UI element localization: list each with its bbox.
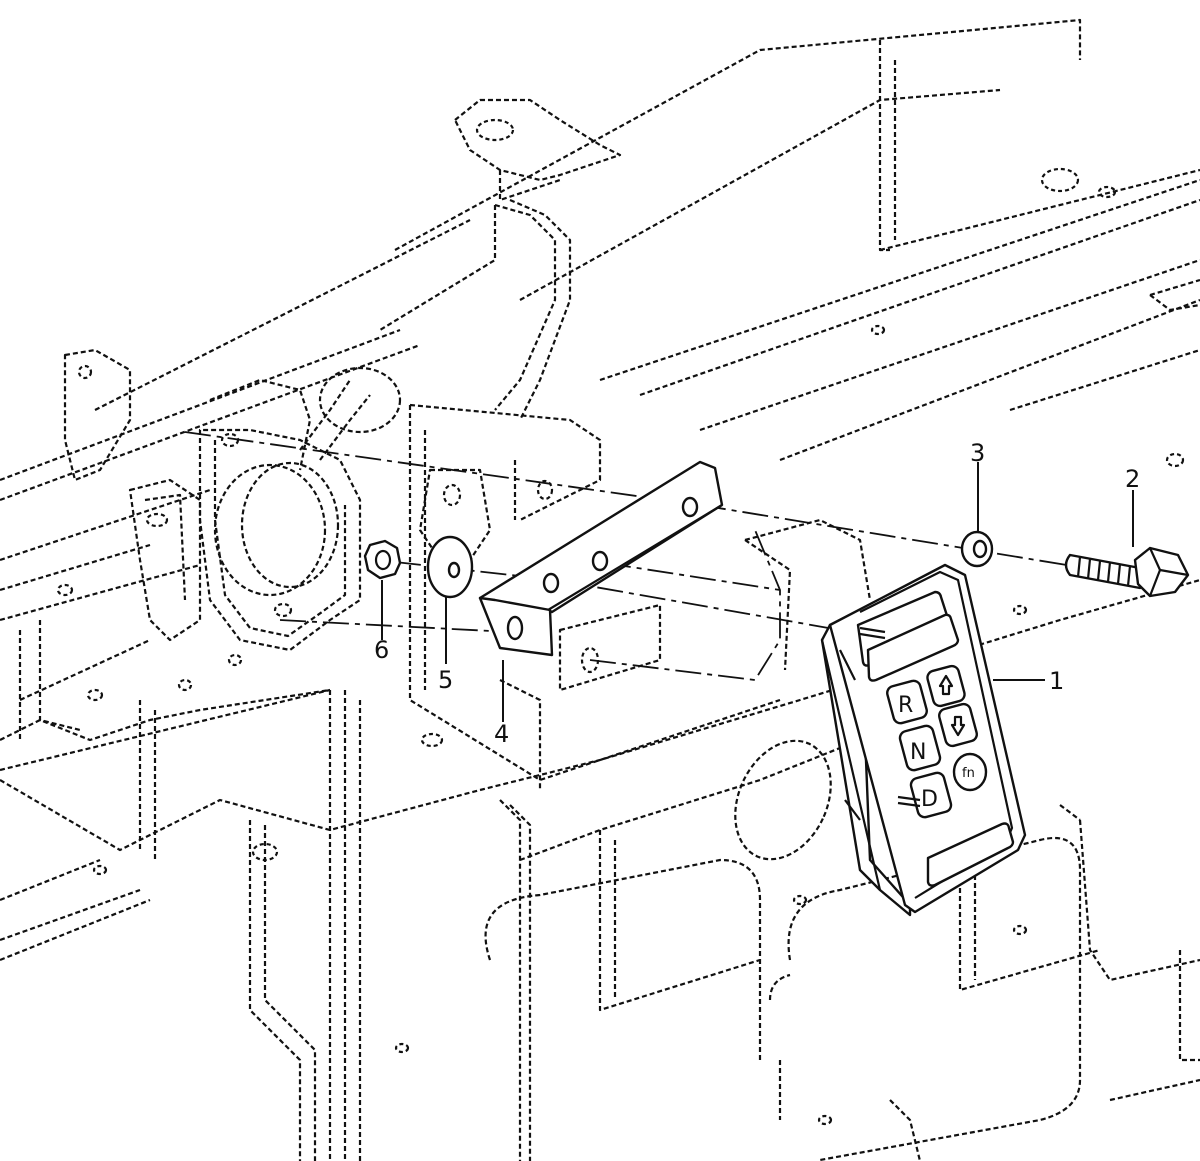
callout-labels: 1 2 3 4 5 6: [374, 439, 1140, 748]
reverse-button-label: R: [898, 693, 913, 718]
callout-6: 6: [374, 636, 389, 664]
neutral-button: N: [898, 724, 942, 772]
vehicle-structure-outline: [0, 18, 1200, 1161]
function-button: fn: [952, 752, 988, 792]
callout-5: 5: [438, 666, 453, 694]
hex-nut: [363, 539, 402, 580]
reverse-button: R: [886, 679, 928, 725]
shift-keypad: R N D fn: [820, 563, 1027, 917]
callout-4: 4: [494, 720, 509, 748]
l-bracket: [478, 460, 724, 657]
drive-button-label: D: [921, 787, 938, 812]
shift-down-button: [938, 702, 978, 748]
neutral-button-label: N: [910, 740, 926, 765]
arrow-up-icon: [938, 674, 954, 696]
flat-washer-large: [426, 535, 474, 599]
callout-2: 2: [1125, 465, 1140, 493]
callout-3: 3: [970, 439, 985, 467]
callout-1: 1: [1049, 667, 1064, 695]
callout-leaders: [381, 462, 1134, 722]
arrow-down-icon: [950, 715, 966, 737]
function-button-label: fn: [962, 766, 975, 781]
shift-up-button: [926, 664, 966, 708]
hex-bolt: [1064, 546, 1190, 598]
flat-washer-small: [960, 530, 994, 568]
